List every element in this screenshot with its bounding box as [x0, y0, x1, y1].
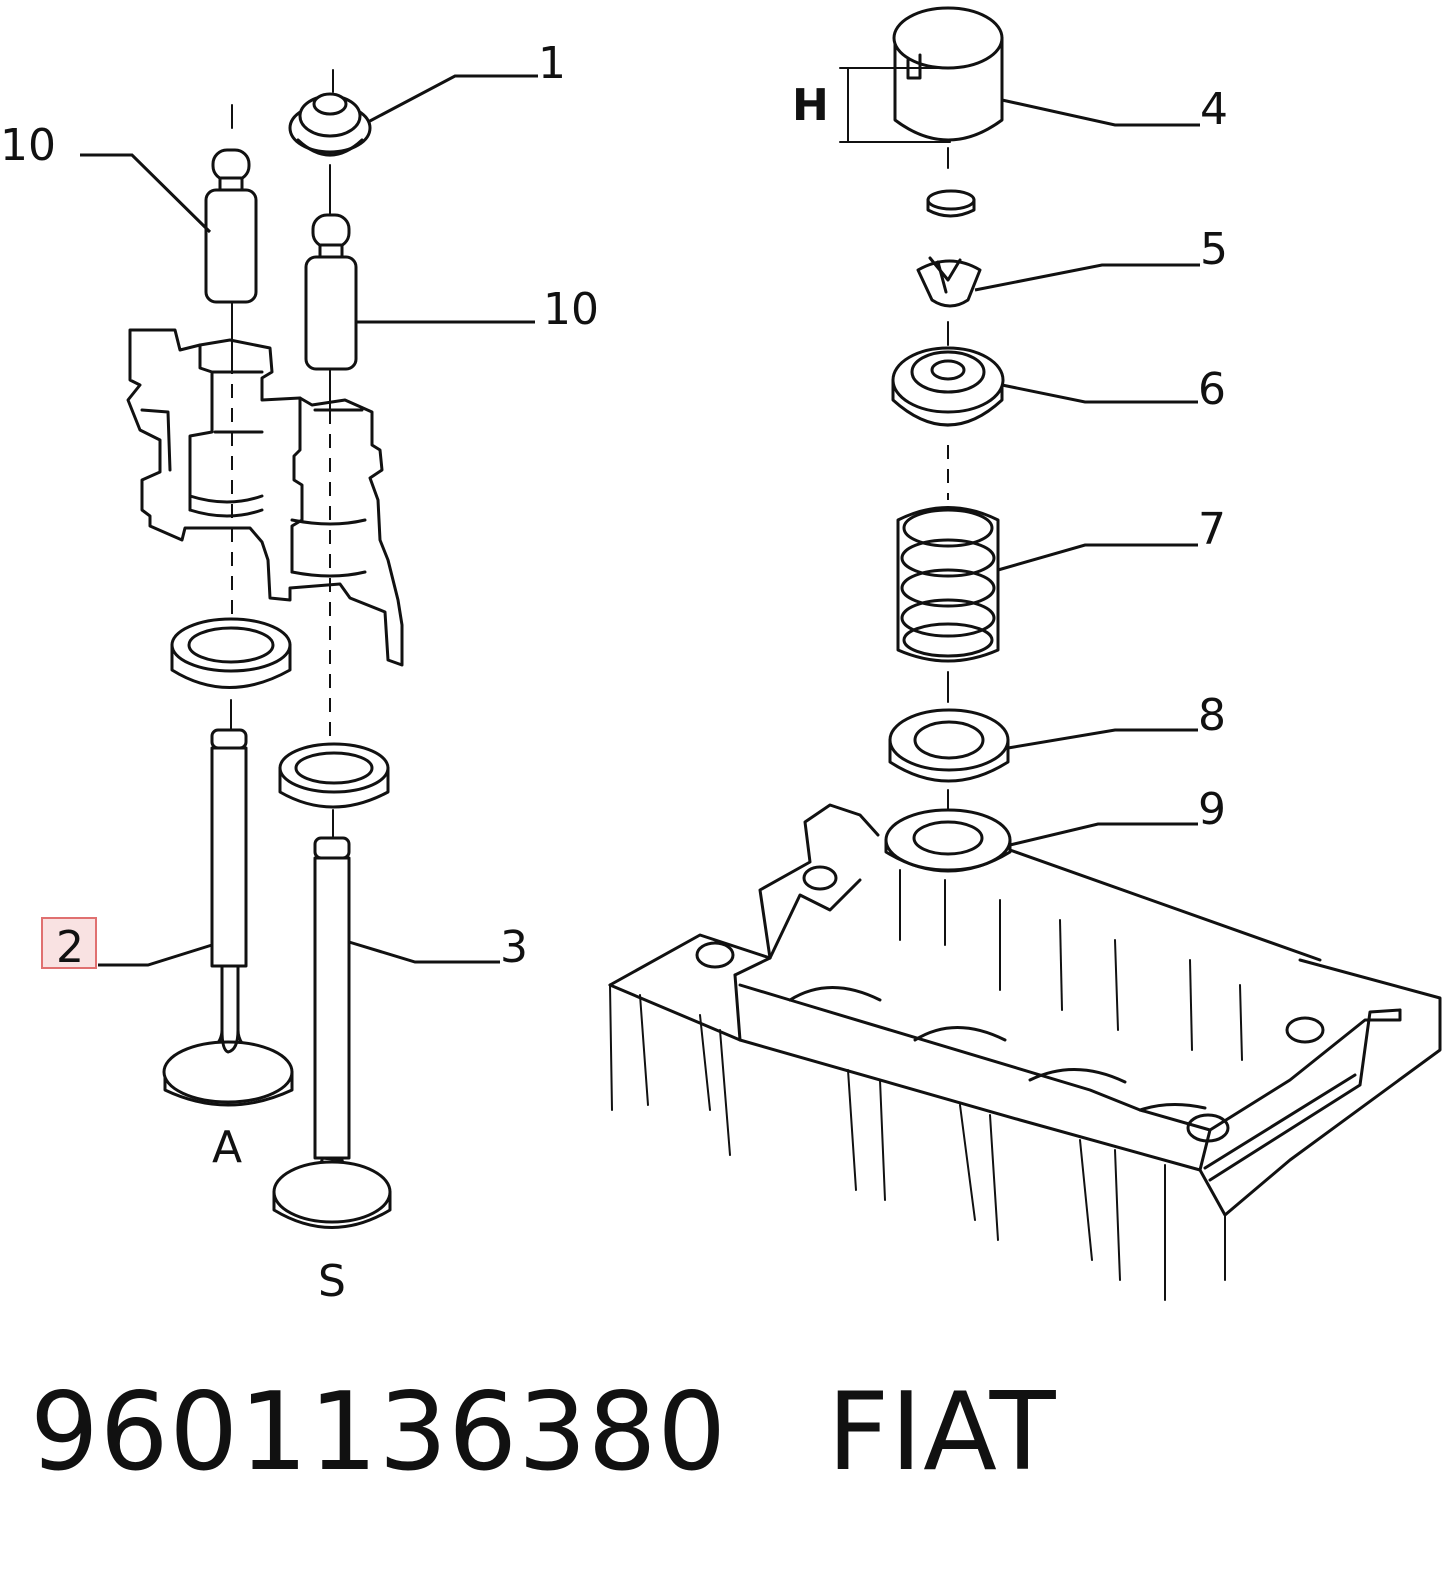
callout-a: A: [212, 1122, 242, 1173]
valve-stem-seal: [288, 69, 372, 216]
callout-h: H: [792, 80, 829, 131]
adjusting-shim: [926, 189, 976, 218]
valve-guide-left: [204, 104, 258, 361]
callout-3: 3: [500, 922, 528, 973]
callout-10-right: 10: [543, 284, 599, 335]
callout-1: 1: [538, 38, 566, 89]
leader-lines: [80, 74, 1200, 967]
valve-spring: [896, 506, 1000, 703]
exhaust-valve: [272, 836, 392, 1229]
upper-spring-retainer: [891, 321, 1005, 500]
valve-seat-insert-exhaust: [278, 742, 390, 839]
callout-4: 4: [1200, 84, 1228, 135]
tappet-bucket: [839, 6, 1004, 169]
lower-spring-seat: [888, 708, 1010, 813]
callout-2-highlight: [41, 917, 97, 969]
callout-7: 7: [1198, 504, 1226, 555]
valve-seat-insert-intake: [170, 617, 292, 731]
callout-s: S: [318, 1256, 346, 1307]
callout-10-left: 10: [0, 120, 56, 171]
callout-6: 6: [1198, 364, 1226, 415]
callout-9: 9: [1198, 784, 1226, 835]
callout-8: 8: [1198, 690, 1226, 741]
cylinder-head-section: [126, 328, 404, 740]
intake-valve: [162, 728, 294, 1107]
footer-caption: 9601136380 FIAT: [30, 1370, 1057, 1500]
brand-name: FIAT: [827, 1370, 1057, 1495]
part-number: 9601136380: [30, 1370, 728, 1495]
callout-5: 5: [1200, 224, 1228, 275]
valve-cotters: [916, 256, 982, 308]
spring-washer: [884, 808, 1012, 873]
valve-guide-right: [304, 213, 358, 411]
cylinder-head-block: [608, 803, 1442, 1301]
valve-assembly-diagram: 1 10 10 2 3 A S H 4 5 6 7 8 9: [0, 6, 1442, 1307]
callout-2: 2: [56, 922, 84, 973]
